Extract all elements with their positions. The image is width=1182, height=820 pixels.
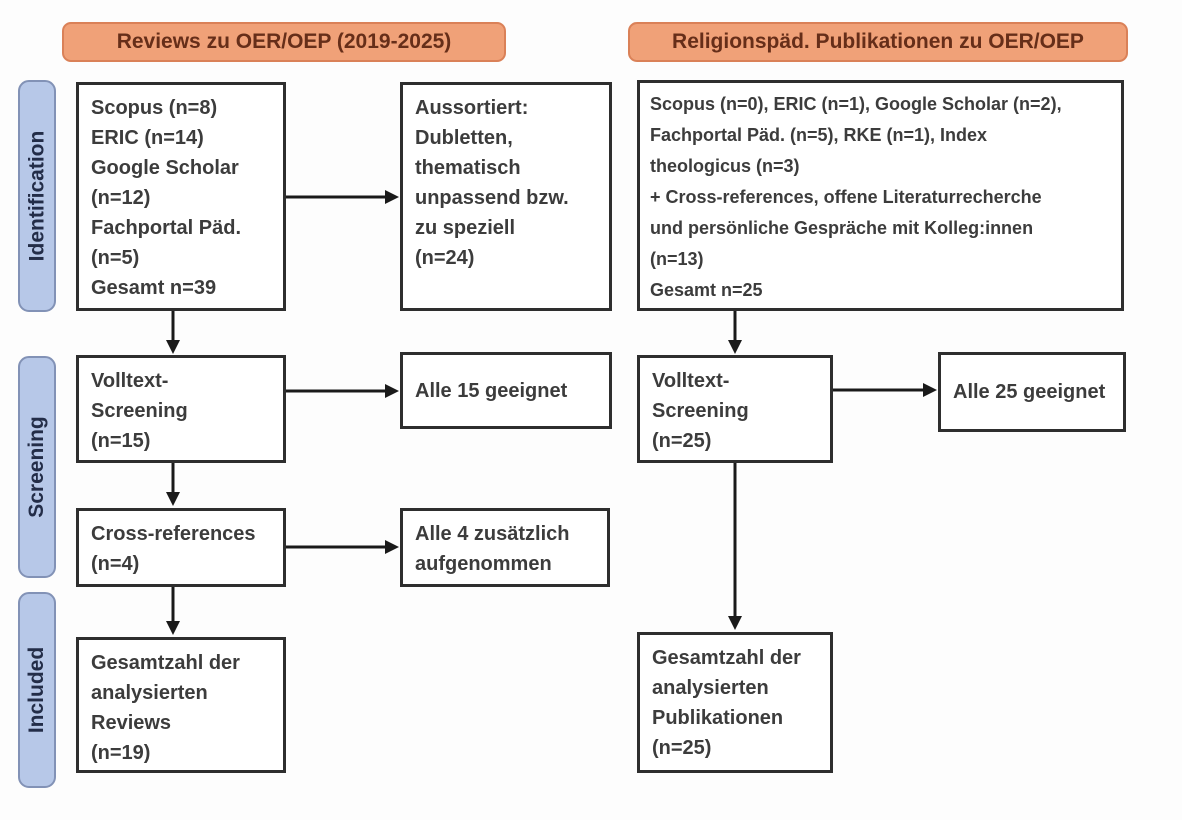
arrow-crossref-to-result (286, 540, 399, 554)
column-header-reviews: Reviews zu OER/OEP (2019-2025) (62, 22, 506, 62)
stage-label-identification: Identification (18, 80, 56, 312)
arrow-fulltext-down-left (166, 463, 180, 506)
box-excluded-reviews: Aussortiert: Dubletten, thematisch unpas… (400, 82, 612, 311)
box-fulltext-screening-reviews: Volltext- Screening (n=15) (76, 355, 286, 463)
box-sources-publications: Scopus (n=0), ERIC (n=1), Google Scholar… (637, 80, 1124, 311)
box-fulltext-screening-publications: Volltext- Screening (n=25) (637, 355, 833, 463)
box-included-reviews: Gesamtzahl der analysierten Reviews (n=1… (76, 637, 286, 773)
arrow-fulltext-down-right (728, 463, 742, 630)
box-fulltext-result-publications: Alle 25 geeignet (938, 352, 1126, 432)
stage-label-screening: Screening (18, 356, 56, 578)
stage-label-included: Included (18, 592, 56, 788)
box-included-publications: Gesamtzahl der analysierten Publikatione… (637, 632, 833, 773)
arrow-fulltext-to-result-right (833, 383, 937, 397)
arrow-fulltext-to-result-left (286, 384, 399, 398)
box-fulltext-result-reviews: Alle 15 geeignet (400, 352, 612, 429)
stage-label-screening-text: Screening (25, 416, 49, 518)
arrow-sources-down-right (728, 311, 742, 354)
column-header-religionspaed: Religionspäd. Publikationen zu OER/OEP (628, 22, 1128, 62)
stage-label-identification-text: Identification (25, 130, 49, 262)
box-cross-references-result: Alle 4 zusätzlich aufgenommen (400, 508, 610, 587)
box-cross-references: Cross-references (n=4) (76, 508, 286, 587)
arrow-sources-to-excluded (286, 190, 399, 204)
arrow-sources-down-left (166, 311, 180, 354)
stage-label-included-text: Included (25, 646, 48, 734)
box-sources-reviews: Scopus (n=8) ERIC (n=14) Google Scholar … (76, 82, 286, 311)
arrow-crossref-down (166, 587, 180, 635)
